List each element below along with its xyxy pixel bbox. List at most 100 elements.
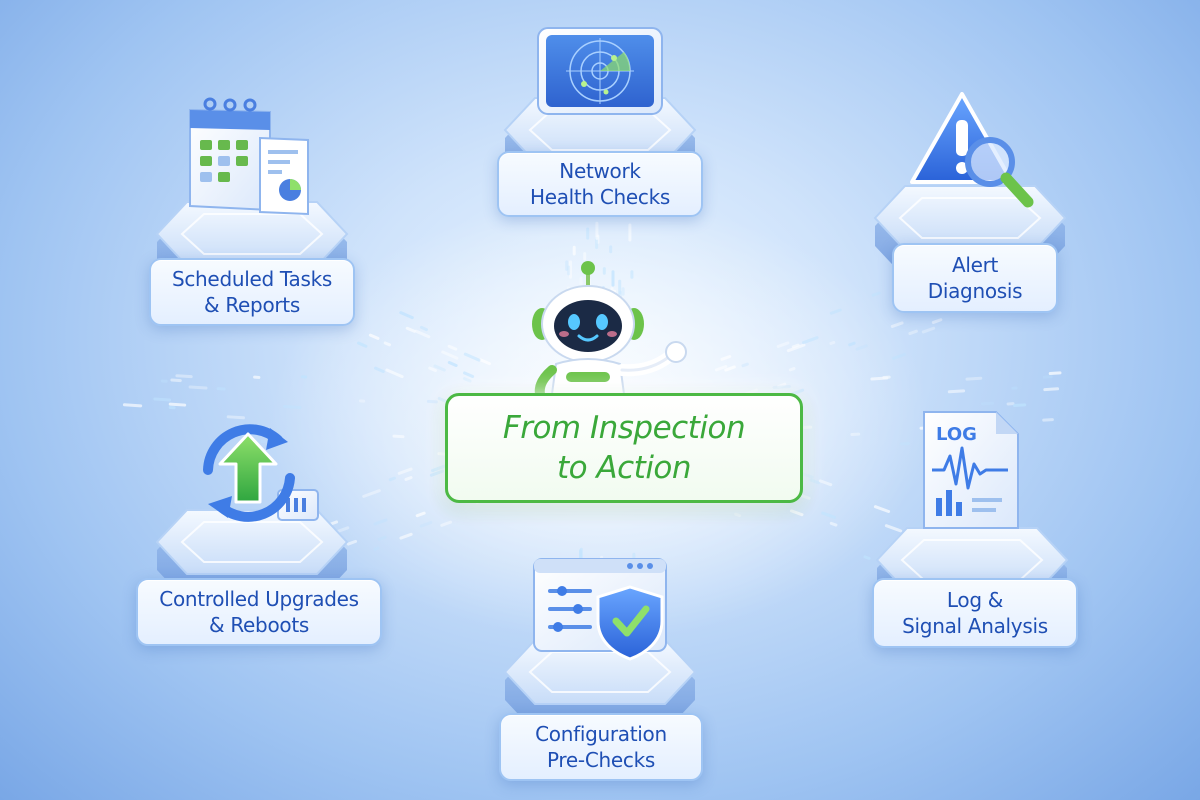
node-label-line2: Signal Analysis	[902, 614, 1048, 638]
calendar-report-icon	[189, 97, 309, 216]
data-stream-dash	[373, 546, 380, 551]
data-stream-dash	[399, 311, 414, 320]
data-stream-dash	[569, 260, 572, 279]
data-stream-dash	[714, 364, 728, 372]
data-stream-dash	[1013, 403, 1027, 408]
data-stream-dash	[479, 358, 491, 366]
data-stream-dash	[803, 425, 813, 430]
data-stream-dash	[618, 279, 622, 295]
data-stream-dash	[931, 318, 943, 324]
data-stream-dash	[122, 403, 143, 408]
data-stream-dash	[414, 329, 431, 339]
node-log-signal: Log & Signal Analysis	[872, 578, 1078, 648]
data-stream-dash	[415, 511, 426, 518]
data-stream-dash	[621, 287, 625, 296]
data-stream-dash	[426, 399, 438, 404]
node-label-line2: Diagnosis	[927, 279, 1023, 303]
data-stream-dash	[419, 325, 428, 332]
data-stream-dash	[253, 375, 261, 379]
data-stream-dash	[884, 524, 903, 533]
data-stream-dash	[734, 512, 742, 518]
data-stream-dash	[628, 223, 632, 242]
data-stream-dash	[602, 267, 606, 275]
data-stream-dash	[447, 344, 458, 351]
data-stream-dash	[388, 476, 396, 482]
node-label-line1: Log &	[946, 588, 1004, 612]
data-stream-dash	[153, 397, 172, 402]
data-stream-dash	[431, 464, 447, 473]
node-controlled-upgrades: Controlled Upgrades & Reboots	[136, 578, 382, 646]
data-stream-dash	[567, 265, 571, 276]
data-stream-dash	[1042, 375, 1053, 379]
data-stream-dash	[595, 236, 599, 249]
data-stream-dash	[433, 364, 446, 372]
upgrade-arrow-icon	[203, 424, 319, 522]
data-stream-dash	[440, 520, 453, 527]
data-stream-dash	[462, 377, 472, 383]
data-stream-dash	[374, 366, 385, 374]
data-stream-dash	[873, 505, 891, 513]
data-stream-dash	[890, 321, 904, 328]
data-stream-dash	[168, 402, 187, 407]
center-title-line1: From Inspection	[502, 410, 746, 446]
data-stream-dash	[441, 350, 459, 360]
data-stream-dash	[346, 539, 358, 546]
data-stream-dash	[772, 385, 791, 389]
data-stream-dash	[447, 361, 458, 367]
data-stream-dash	[583, 252, 587, 261]
radar-monitor-icon	[537, 27, 663, 115]
data-stream-dash	[829, 308, 842, 315]
data-stream-dash	[362, 489, 381, 498]
data-stream-dash	[385, 368, 404, 379]
node-label-line2: & Reports	[204, 293, 300, 317]
node-alert-diagnosis: Alert Diagnosis	[892, 243, 1058, 313]
data-stream-dash	[850, 432, 861, 437]
data-stream-dash	[829, 521, 838, 527]
data-stream-dash	[900, 441, 911, 446]
data-stream-dash	[821, 511, 836, 519]
node-label-line1: Scheduled Tasks	[171, 267, 333, 291]
data-stream-dash	[377, 535, 387, 541]
data-stream-dash	[405, 326, 416, 333]
data-stream-dash	[392, 434, 405, 439]
node-config-prechecks: Configuration Pre-Checks	[499, 713, 703, 781]
node-scheduled-tasks: Scheduled Tasks & Reports	[149, 258, 355, 326]
node-label-line2: & Reboots	[209, 613, 309, 637]
data-stream-dash	[1048, 371, 1062, 376]
data-stream-dash	[463, 352, 481, 362]
data-stream-dash	[404, 476, 413, 481]
data-stream-dash	[283, 404, 302, 409]
data-stream-dash	[373, 518, 388, 526]
data-stream-dash	[300, 375, 308, 379]
data-stream-dash	[980, 401, 995, 406]
data-stream-dash	[855, 344, 868, 351]
data-stream-dash	[437, 452, 446, 456]
node-label-line2: Pre-Checks	[547, 748, 655, 772]
data-stream-dash	[848, 341, 856, 347]
log-document-icon: LOG	[923, 411, 1019, 529]
center-title: From Inspection to Action	[445, 393, 803, 503]
data-stream-dash	[572, 245, 576, 256]
node-label-line1: Controlled Upgrades	[159, 587, 359, 611]
data-stream-dash	[175, 374, 193, 379]
data-stream-dash	[595, 221, 599, 240]
data-stream-dash	[908, 329, 918, 336]
data-stream-dash	[383, 341, 392, 347]
data-stream-dash	[565, 260, 569, 271]
data-stream-dash	[397, 467, 413, 475]
data-stream-dash	[216, 387, 226, 391]
data-stream-dash	[428, 366, 437, 373]
data-stream-dash	[802, 336, 819, 345]
data-stream-dash	[818, 479, 833, 487]
data-stream-dash	[871, 291, 881, 297]
data-stream-dash	[611, 270, 615, 287]
data-stream-dash	[170, 378, 182, 383]
data-stream-dash	[358, 399, 366, 403]
warning-magnifier-icon	[910, 92, 1034, 208]
data-stream-dash	[1011, 386, 1018, 390]
data-stream-dash	[226, 415, 245, 420]
node-label-line1: Configuration	[535, 722, 667, 746]
node-label-line2: Health Checks	[529, 185, 671, 209]
data-stream-dash	[776, 341, 790, 348]
data-stream-dash	[788, 367, 796, 372]
